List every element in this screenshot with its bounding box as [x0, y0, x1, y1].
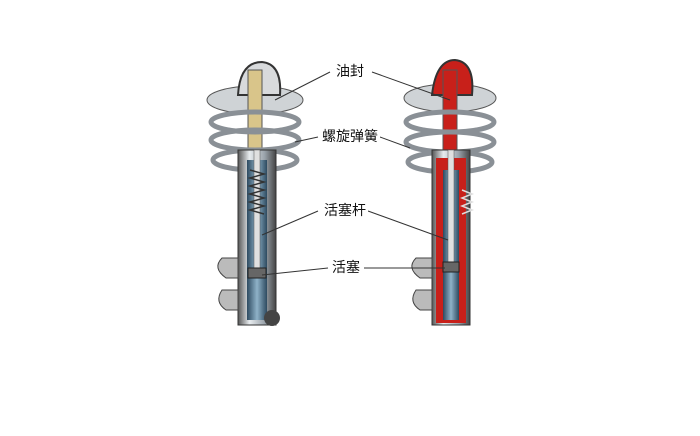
leader-lines: [261, 71, 451, 276]
strut-cutaway-left: [206, 60, 304, 326]
label-piston-rod: 活塞杆: [322, 203, 368, 219]
label-piston: 活塞: [330, 260, 362, 276]
label-coil-spring: 螺旋弹簧: [320, 129, 380, 145]
strut-cutaway-right: [403, 58, 497, 326]
label-oil-seal: 油封: [334, 64, 366, 80]
